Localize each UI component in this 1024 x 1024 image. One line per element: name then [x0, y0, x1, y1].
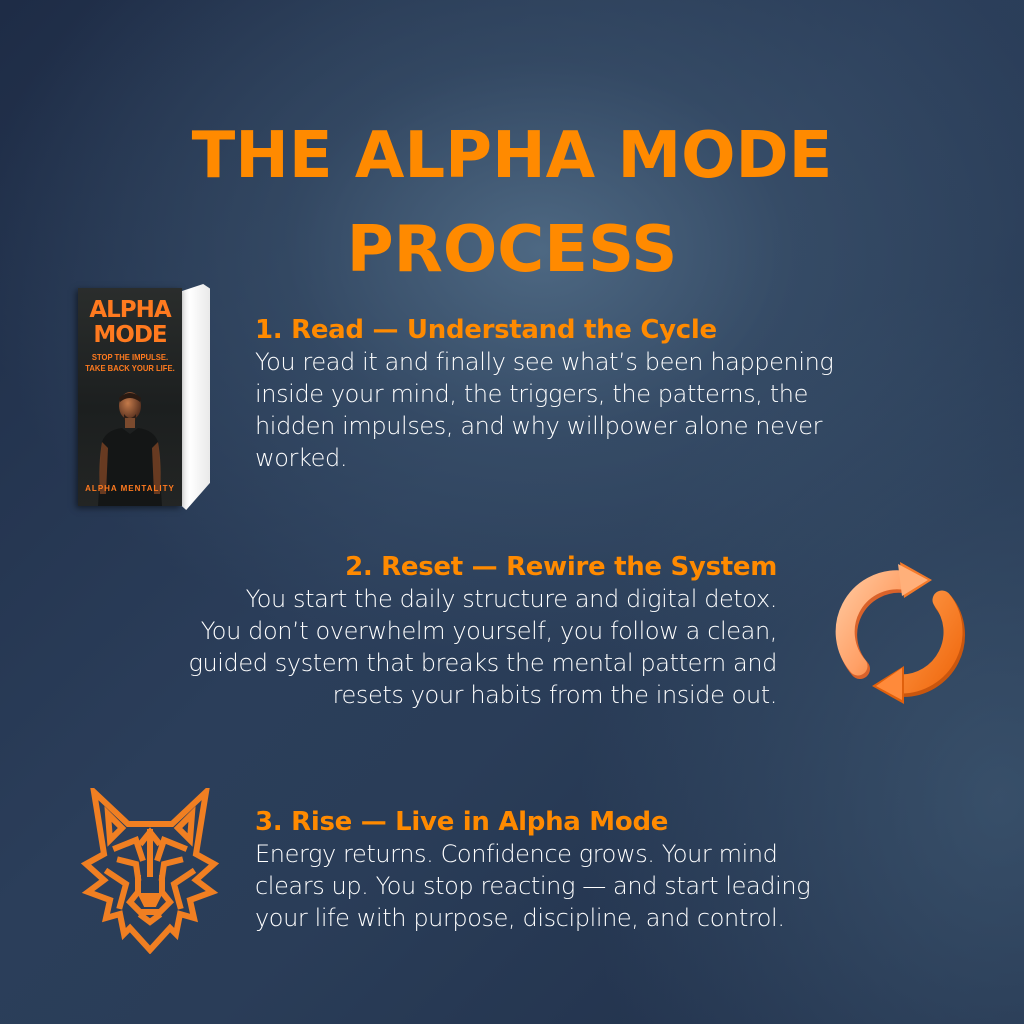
- book-cover: ALPHA MODE STOP THE IMPULSE. TAKE BACK Y…: [78, 288, 182, 506]
- book-author: ALPHA MENTALITY: [85, 484, 175, 493]
- wolf-head-icon: [80, 788, 220, 954]
- title-line-1: THE ALPHA MODE: [191, 118, 833, 193]
- man-portrait-icon: [98, 392, 162, 506]
- step-1: 1. Read — Understand the Cycle You read …: [255, 314, 834, 474]
- step-2-description: You start the daily structure and digita…: [188, 585, 777, 709]
- step-3-heading: 3. Rise — Live in Alpha Mode: [255, 807, 669, 837]
- step-3-description: Energy returns. Confidence grows. Your m…: [255, 840, 811, 932]
- step-1-heading: 1. Read — Understand the Cycle: [255, 315, 717, 345]
- book-icon: ALPHA MODE STOP THE IMPULSE. TAKE BACK Y…: [76, 282, 212, 512]
- book-cover-subtitle: STOP THE IMPULSE. TAKE BACK YOUR LIFE.: [85, 352, 175, 373]
- step-2: 2. Reset — Rewire the System You start t…: [188, 551, 777, 711]
- step-3: 3. Rise — Live in Alpha Mode Energy retu…: [255, 806, 811, 934]
- book-cover-title: ALPHA MODE: [89, 297, 171, 348]
- title-line-2: PROCESS: [346, 212, 678, 287]
- step-1-description: You read it and finally see what’s been …: [255, 348, 834, 472]
- refresh-cycle-icon: [835, 562, 966, 704]
- step-2-heading: 2. Reset — Rewire the System: [345, 552, 777, 582]
- page-title: THE ALPHA MODE PROCESS: [0, 109, 1024, 297]
